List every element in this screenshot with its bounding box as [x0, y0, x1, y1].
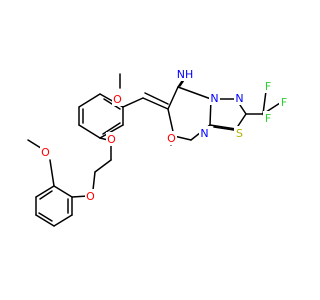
bond-line — [144, 92, 169, 105]
bond-line — [78, 93, 101, 108]
svg-text:F: F — [265, 112, 271, 125]
svg-text:NH: NH — [177, 68, 194, 81]
atom-fluorine-2: F — [279, 95, 289, 109]
svg-text:O: O — [107, 133, 116, 146]
atom-ether-o-chain: O — [85, 189, 96, 203]
bond-line — [35, 185, 55, 198]
svg-text:N: N — [200, 127, 208, 140]
svg-text:O: O — [167, 132, 176, 145]
atom-ring-n-bridge: N — [209, 91, 220, 105]
atom-ring-s: S — [234, 126, 245, 140]
bond-line — [262, 90, 267, 115]
bond-line — [53, 185, 73, 198]
bond-line — [99, 124, 124, 139]
bond-line — [209, 124, 237, 130]
bond-line — [167, 86, 179, 110]
bond-line — [38, 212, 53, 222]
bond-line — [92, 171, 96, 191]
atom-fluorine-3: F — [263, 111, 273, 125]
svg-text:O: O — [86, 190, 95, 203]
atom-methoxy-o-bottom: O — [40, 145, 51, 159]
atom-imino-nh: NH — [177, 67, 194, 81]
bond-line — [142, 97, 169, 110]
bond-line — [177, 80, 183, 88]
atom-carbonyl-o: O — [166, 131, 177, 145]
svg-text:F: F — [265, 80, 271, 93]
bond-line — [122, 97, 144, 108]
bond-line — [94, 159, 112, 173]
svg-text:O: O — [41, 146, 50, 159]
bond-line — [102, 122, 121, 135]
svg-text:N: N — [235, 92, 243, 105]
svg-text:N: N — [210, 92, 218, 105]
bond-line — [39, 190, 53, 200]
bond-line — [177, 86, 212, 100]
svg-text:S: S — [236, 127, 243, 140]
svg-text:F: F — [281, 96, 287, 109]
bond-line — [213, 126, 235, 131]
bond-line — [53, 214, 73, 227]
atom-ring-n-thiadiazole: N — [234, 91, 245, 105]
bond-line — [49, 159, 55, 187]
atom-label-layer: O O O O O NH N N N S F F F — [40, 67, 289, 203]
atom-fluorine-1: F — [263, 79, 273, 93]
molecule-structure: O O O O O NH N N N S F F F — [27, 67, 289, 227]
bond-line — [35, 214, 55, 227]
bond-line — [78, 124, 101, 139]
svg-text:O: O — [113, 93, 122, 106]
atom-ring-n-lower: N — [199, 126, 210, 140]
atom-ether-o-ring: O — [106, 132, 117, 146]
atom-methoxy-o-top: O — [112, 92, 123, 106]
